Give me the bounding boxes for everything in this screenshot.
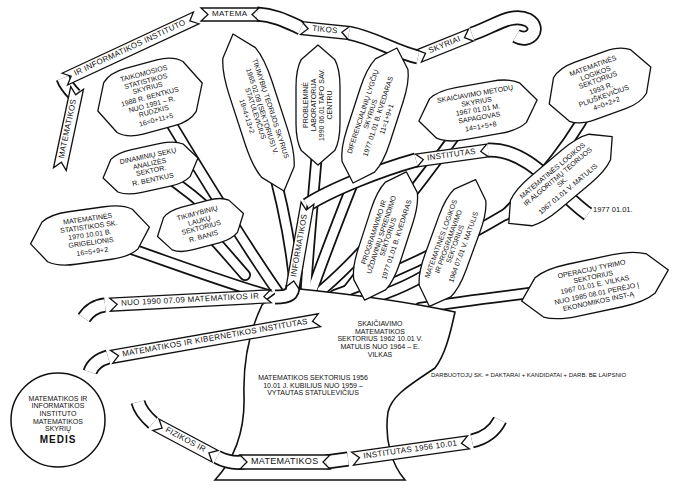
ribbon-piece — [217, 457, 244, 462]
text-holder: MATEMATIKOS — [251, 457, 318, 467]
ribbon-shape — [201, 8, 259, 21]
leaf-node: MATEMATINĖS LOGIKOS IR ALGORITMŲ TEORIJO… — [493, 118, 628, 241]
label-box: 1977 01.01. — [592, 206, 634, 214]
leaf-shape — [211, 27, 305, 198]
ribbon-piece — [349, 33, 418, 57]
note-label: 1977 01.01. — [592, 206, 634, 214]
ribbon-band: TIKOS — [299, 20, 350, 40]
ribbon-tail — [472, 420, 500, 441]
ribbon-tail — [138, 402, 153, 423]
node-text: MATEMATIKOS IR INFORMATIKOS INSTITUTO MA… — [25, 395, 91, 433]
text-holder: MATEMATINĖS LOGIKOS SEKTORIUS1993 R. PLI… — [558, 50, 642, 120]
ribbon-piece — [275, 285, 293, 297]
ribbon-tail — [138, 402, 153, 423]
node-text: PROBLEMINĖ LABORATORIJA — [302, 65, 317, 145]
leaf-shape — [539, 38, 661, 132]
ribbon-shape — [415, 144, 488, 167]
title-word: MEDIS — [25, 434, 91, 445]
ribbon-shape — [110, 313, 320, 362]
circle-shape — [11, 373, 105, 467]
ribbon-shape — [286, 202, 314, 289]
ribbon-shape — [300, 21, 349, 39]
text-holder: PROBLEMINĖ LABORATORIJA1990 06.01 TAPO S… — [302, 65, 334, 145]
node-text: 1990 06.01 TAPO SAV. CENTRU — [318, 65, 333, 145]
ribbon-shape — [109, 289, 270, 310]
text-holder: TIKOS — [312, 24, 338, 35]
ribbon-band: MATEMATIKOS — [52, 85, 84, 171]
ribbon-shape — [240, 455, 330, 469]
leaf-node: MATEMATINĖS STATISTIKOS SK.1970 10.01 B.… — [26, 199, 154, 270]
label-box: SKAIČIAVIMO MATEMATIKOS SEKTORIUS 1962 1… — [335, 320, 425, 358]
leaf-shape — [516, 243, 674, 326]
leaf-shape — [494, 120, 626, 240]
leaf-node: SKAIČIAVIMO METODŲ SKYRIUS1967 01.01 M. … — [413, 72, 543, 147]
text-holder: MATEMA — [212, 10, 247, 19]
leaf-node: TIKIMYBIŲ TEORIJOS SKYRIUS1965 02.09 (SE… — [210, 25, 306, 198]
ribbon-tail — [84, 305, 105, 318]
title-circle: MATEMATIKOS IR INFORMATIKOS INSTITUTO MA… — [10, 372, 106, 468]
ribbon-piece — [257, 14, 301, 28]
ribbon-tail — [472, 420, 500, 441]
text-holder: MATEMATIKOS IR INFORMATIKOS INSTITUTO MA… — [25, 395, 91, 445]
leaf-shape — [98, 136, 202, 199]
ribbon-text: TIKOS — [312, 24, 338, 35]
ribbon-text: MATEMA — [212, 10, 247, 19]
ribbon-text: MATEMATIKOS — [251, 457, 318, 467]
ribbon-curl — [472, 18, 534, 39]
ribbon-tail — [90, 357, 108, 372]
ribbon-piece — [326, 459, 348, 462]
ribbon-shape — [152, 419, 217, 462]
ribbon-tail — [84, 305, 105, 318]
ribbon-piece — [275, 285, 293, 297]
ribbon-piece — [217, 457, 244, 462]
leaf-shape — [332, 41, 419, 190]
label-box: DARBUOTOJŲ SK. = DAKTARAI + KANDIDATAI +… — [430, 372, 627, 379]
leaf-shape — [89, 50, 211, 144]
leaf-shape — [296, 45, 340, 165]
note-label: DARBUOTOJŲ SK. = DAKTARAI + KANDIDATAI +… — [430, 372, 627, 379]
ribbon-band: MATEMA — [200, 7, 260, 22]
leaf-node: OPERACIJŲ TYRIMO SEKTORIUS1967 01.01 E. … — [515, 242, 675, 327]
leaf-shape — [408, 172, 496, 314]
ribbon-curl — [472, 18, 534, 39]
ribbon-piece — [349, 33, 418, 57]
leaf-shape — [151, 192, 248, 258]
ribbon-piece — [257, 14, 301, 28]
ribbon-piece — [326, 459, 348, 462]
leaf-node: MATEMATINĖS LOGIKOS SEKTORIUS1993 R. PLI… — [538, 37, 663, 134]
ribbon-band: SKYRIAI — [415, 27, 474, 63]
ribbon-tail — [90, 357, 108, 372]
note-label: MATEMATIKOS SEKTORIUS 1956 10.01 J. KUBI… — [252, 374, 374, 397]
ribbon-band: MATEMATIKOS — [239, 454, 331, 470]
leaf-shape — [343, 165, 427, 307]
ribbon-shape — [351, 435, 469, 464]
leaf-outline — [295, 44, 341, 166]
text-holder: OPERACIJŲ TYRIMO SEKTORIUS1967 01.01 E. … — [542, 255, 648, 315]
leaf-shape — [27, 200, 153, 269]
ribbon-band: NUO 1990 07.09 MATEMATIKOS IR — [108, 288, 272, 312]
ribbon-shape — [417, 28, 474, 61]
leaf-node: PROBLEMINĖ LABORATORIJA1990 06.01 TAPO S… — [295, 44, 341, 166]
ribbon-band: FIZIKOS IR — [151, 417, 219, 463]
ribbon-shape — [53, 86, 83, 170]
note-label: SKAIČIAVIMO MATEMATIKOS SEKTORIUS 1962 1… — [335, 320, 425, 358]
leaf-shape — [414, 73, 541, 146]
leaf-node: TIKIMYBINIŲ LAUKŲ SEKTORIUSR. BANIS — [150, 191, 250, 259]
label-box: MATEMATIKOS SEKTORIUS 1956 10.01 J. KUBI… — [252, 374, 374, 397]
